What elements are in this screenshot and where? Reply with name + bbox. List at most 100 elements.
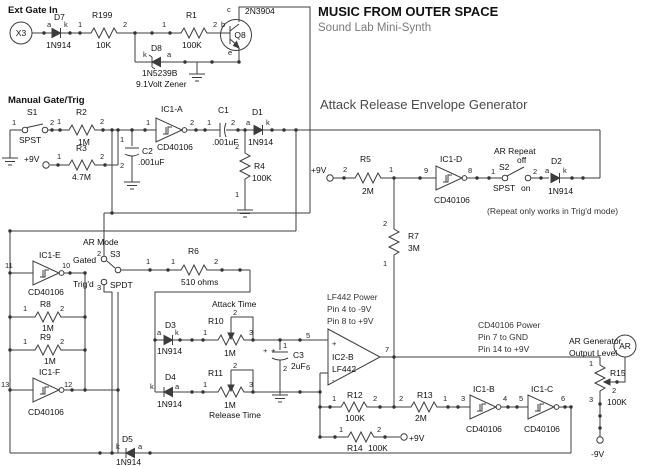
pin-label: b bbox=[221, 20, 225, 29]
pot-r15[interactable] bbox=[594, 361, 611, 395]
inverter-ic1c bbox=[527, 394, 560, 420]
terminal-9v-r3 bbox=[42, 161, 50, 169]
transistor-q8 bbox=[220, 19, 252, 51]
value-r1: 100K bbox=[182, 40, 202, 50]
value-r11: 1M bbox=[224, 400, 236, 410]
pin-label: c bbox=[227, 5, 231, 14]
inverter-ic1a bbox=[155, 117, 188, 143]
ref-r8: R8 bbox=[40, 299, 51, 309]
part-ic1b: CD40106 bbox=[466, 424, 502, 434]
pin-label: a bbox=[138, 442, 143, 451]
resistor-r13 bbox=[407, 401, 441, 413]
value-r199: 10K bbox=[96, 40, 111, 50]
pin-label: 1 bbox=[207, 118, 211, 127]
pin-label: 2 bbox=[231, 118, 235, 127]
ref-d8: D8 bbox=[151, 43, 162, 53]
pin-label: 1 bbox=[146, 118, 150, 127]
part-d2: 1N914 bbox=[548, 186, 573, 196]
pin-label: k bbox=[116, 442, 120, 451]
ref-c1: C1 bbox=[218, 105, 229, 115]
pot-r11[interactable] bbox=[214, 384, 248, 398]
s2-off: off bbox=[517, 155, 527, 165]
jack-x3-label: X3 bbox=[16, 28, 27, 38]
pot-r10[interactable] bbox=[214, 332, 248, 346]
diode-d2 bbox=[550, 172, 560, 184]
inverter-ic1b bbox=[469, 394, 502, 420]
switch-s1[interactable] bbox=[21, 123, 49, 134]
pin-label: k bbox=[563, 166, 567, 175]
ref-s3: S3 bbox=[110, 249, 121, 259]
note-lf442-1: LF442 Power bbox=[327, 292, 378, 302]
diode-d1 bbox=[253, 124, 263, 136]
part-ic1e: CD40106 bbox=[28, 287, 64, 297]
resistor-r3 bbox=[65, 159, 99, 171]
ref-r11: R11 bbox=[208, 368, 223, 378]
ref-ic1e: IC1-E bbox=[39, 250, 61, 260]
diode-d7 bbox=[51, 27, 61, 39]
pin-label: 1 bbox=[389, 165, 393, 174]
ref-r14: R14 bbox=[347, 443, 363, 453]
pin-label: 5 bbox=[519, 394, 523, 403]
pin-label: 1 bbox=[339, 425, 343, 434]
pin-label: 1 bbox=[589, 359, 593, 368]
value-r3: 4.7M bbox=[72, 172, 91, 182]
power-label: +9V bbox=[409, 433, 425, 443]
ref-d3: D3 bbox=[165, 320, 176, 330]
pin-label: 2 bbox=[283, 364, 287, 373]
value-r6: 510 ohms bbox=[181, 277, 218, 287]
terminal-9v-r5 bbox=[326, 174, 334, 182]
pin-label: 3 bbox=[461, 394, 465, 403]
part-ic1f: CD40106 bbox=[28, 407, 64, 417]
pin-label: 3 bbox=[249, 380, 253, 389]
pin-label: 1 bbox=[120, 135, 124, 144]
pin-label: 1 bbox=[12, 118, 16, 127]
resistor-r7 bbox=[388, 225, 400, 259]
ref-ic1d: IC1-D bbox=[440, 154, 462, 164]
jack-ar-label: AR bbox=[619, 341, 631, 351]
value-c2: .001uF bbox=[138, 157, 164, 167]
ref-r4: R4 bbox=[254, 161, 265, 171]
value-c3: 2uF bbox=[291, 361, 306, 371]
section-ar-repeat: AR Repeat bbox=[494, 146, 536, 156]
note-repeat: (Repeat only works in Trig'd mode) bbox=[487, 206, 618, 216]
pin-label: e bbox=[228, 48, 232, 57]
pin-label: 2 bbox=[235, 142, 239, 151]
pin-label: a bbox=[157, 328, 162, 337]
power-label: +9V bbox=[311, 165, 327, 175]
resistor-r14 bbox=[344, 431, 378, 443]
pin-label: 9 bbox=[424, 166, 428, 175]
ref-r199: R199 bbox=[92, 10, 113, 20]
pin-label: 1 bbox=[171, 257, 175, 266]
resistor-r5 bbox=[351, 172, 385, 184]
opamp-minus: - bbox=[332, 376, 335, 385]
type-s2: SPST bbox=[493, 183, 515, 193]
ref-s1: S1 bbox=[27, 107, 38, 117]
power-label: +9V bbox=[24, 154, 40, 164]
pin-label: 2 bbox=[60, 304, 64, 313]
ref-r2: R2 bbox=[76, 107, 87, 117]
switch-s3[interactable] bbox=[100, 255, 122, 286]
pin-label: 3 bbox=[97, 283, 101, 292]
inverter-ic1f bbox=[32, 377, 65, 403]
ref-r15: R15 bbox=[610, 368, 626, 378]
zener-d8 bbox=[148, 54, 161, 70]
ground-zener bbox=[188, 63, 206, 82]
terminal-9v-r14 bbox=[400, 433, 408, 441]
pin-label: 2 bbox=[120, 161, 124, 170]
ref-d5: D5 bbox=[122, 434, 133, 444]
pin-label: a bbox=[545, 166, 550, 175]
resistor-r6 bbox=[177, 264, 211, 276]
c3-plus: + bbox=[263, 346, 268, 355]
switch-s2[interactable] bbox=[501, 166, 532, 182]
labels: MUSIC FROM OUTER SPACE Sound Lab Mini-Sy… bbox=[1, 4, 631, 466]
section-ar-mode: AR Mode bbox=[83, 237, 119, 247]
pin-label: a bbox=[175, 382, 180, 391]
value-r14: 100K bbox=[368, 443, 388, 453]
resistor-r9 bbox=[31, 344, 65, 356]
value-r5: 2M bbox=[362, 186, 374, 196]
ref-r9: R9 bbox=[40, 332, 51, 342]
inverter-ic1e bbox=[32, 260, 65, 286]
c3-plus: + bbox=[271, 346, 276, 355]
